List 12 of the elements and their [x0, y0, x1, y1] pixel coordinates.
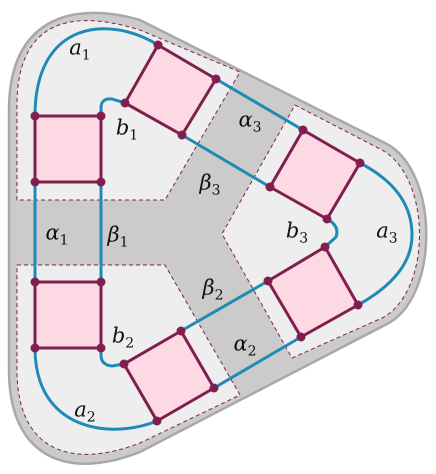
math-label: α$_{3}$ — [238, 109, 262, 135]
math-label: α$_{1}$ — [45, 222, 69, 248]
math-label: a$_{2}$ — [74, 399, 96, 425]
math-label: β$_{3}$ — [199, 172, 221, 198]
math-label: α$_{2}$ — [233, 333, 257, 359]
math-label: a$_{1}$ — [69, 37, 91, 63]
math-label: b$_{2}$ — [112, 325, 134, 351]
math-label: β$_{1}$ — [107, 224, 129, 250]
math-label: b$_{1}$ — [116, 117, 138, 143]
math-label: a$_{3}$ — [376, 220, 398, 246]
math-label: β$_{2}$ — [202, 277, 224, 303]
math-label: b$_{3}$ — [286, 220, 308, 246]
